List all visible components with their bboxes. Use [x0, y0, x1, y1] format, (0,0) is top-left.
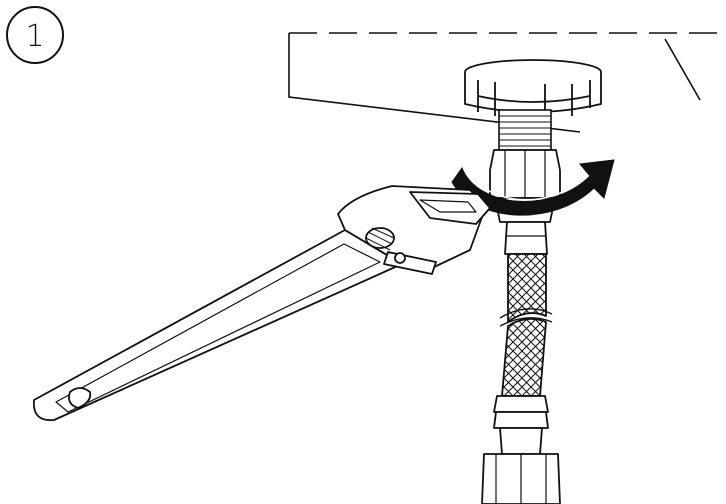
mounting-nut [464, 59, 602, 120]
step-number: 1 [25, 19, 44, 54]
countertop [288, 32, 726, 133]
braided-supply-hose-icon [481, 221, 561, 504]
threaded-shank [498, 109, 552, 151]
step-circle [6, 6, 64, 64]
step-indicator: 1 [6, 6, 64, 64]
adjustable-wrench-icon [32, 185, 491, 422]
